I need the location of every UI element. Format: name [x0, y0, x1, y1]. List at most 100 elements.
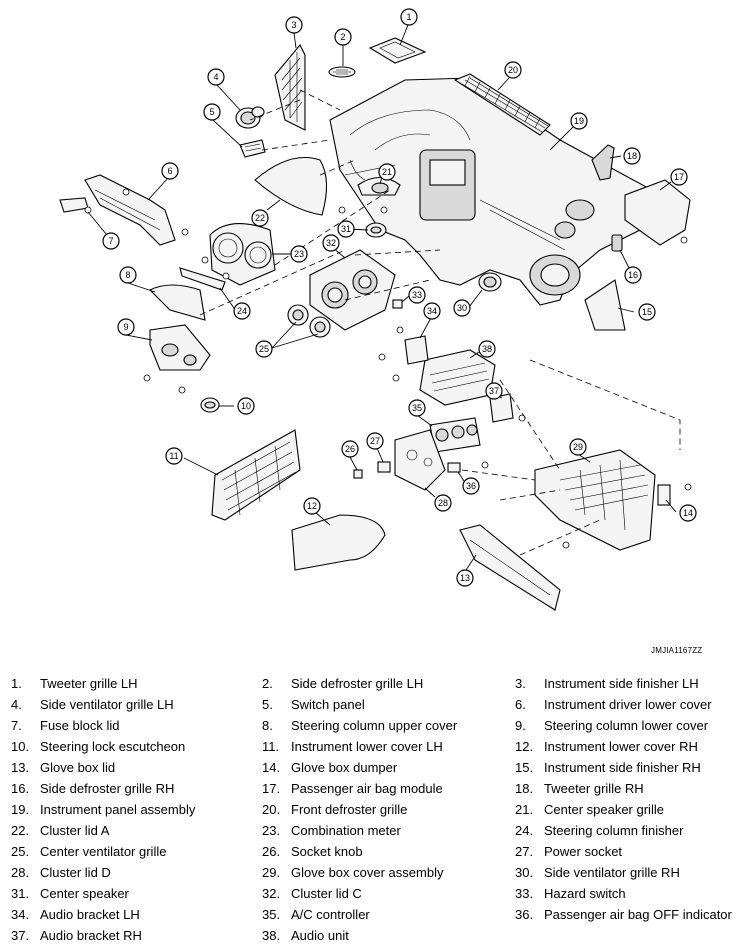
front-defroster-grille: [453, 73, 551, 136]
legend-num: 34.: [11, 907, 30, 922]
leader-lines: [87, 24, 677, 571]
callout-33-label: 33: [412, 290, 422, 300]
callout-16: 16: [624, 266, 642, 284]
legend-label: Socket knob: [291, 844, 363, 859]
callout-26-label: 26: [345, 444, 355, 454]
legend-num: 21.: [515, 802, 534, 817]
steering-column-finisher: [179, 267, 226, 291]
steering-column-upper-cover: [149, 284, 206, 321]
glove-box-cover-assembly: [534, 449, 656, 551]
legend-num: 2.: [262, 676, 273, 691]
switch-panel: [239, 139, 266, 158]
ac-controller: [429, 417, 481, 453]
callout-37: 37: [485, 382, 503, 400]
callout-3-label: 3: [291, 20, 296, 30]
instrument-lower-cover-lh: [211, 429, 301, 521]
audio-bracket-rh: [489, 393, 514, 423]
instrument-side-finisher-rh: [584, 279, 626, 331]
callout-18-label: 18: [627, 151, 637, 161]
legend-label: Instrument panel assembly: [40, 802, 196, 817]
callout-28-label: 28: [438, 498, 448, 508]
callout-3: 3: [285, 16, 303, 34]
passenger-air-bag-module: [624, 179, 691, 246]
fastener-screws: [84, 188, 692, 549]
legend-label: Hazard switch: [544, 886, 626, 901]
legend-num: 22.: [11, 823, 30, 838]
callout-7-label: 7: [108, 236, 113, 246]
legend-num: 29.: [262, 865, 281, 880]
callout-32-label: 32: [326, 238, 336, 248]
callout-38-label: 38: [482, 344, 492, 354]
legend-label: Side ventilator grille LH: [40, 697, 174, 712]
legend-label: Switch panel: [291, 697, 365, 712]
callout-19-label: 19: [574, 116, 584, 126]
callout-22: 22: [251, 209, 269, 227]
legend-label: Steering column lower cover: [544, 718, 709, 733]
legend-num: 12.: [515, 739, 534, 754]
callout-9: 9: [117, 318, 135, 336]
legend-num: 3.: [515, 676, 526, 691]
parts-legend: 1.Tweeter grille LH 4.Side ventilator gr…: [0, 676, 747, 946]
legend-label: Passenger air bag OFF indicator: [544, 907, 732, 922]
legend-num: 7.: [11, 718, 22, 733]
callout-2-label: 2: [340, 32, 345, 42]
legend-num: 16.: [11, 781, 30, 796]
callout-11-label: 11: [169, 451, 178, 461]
legend-num: 23.: [262, 823, 281, 838]
callout-17-label: 17: [674, 172, 684, 182]
legend-num: 35.: [262, 907, 281, 922]
callout-37-label: 37: [489, 386, 499, 396]
legend-label: Glove box cover assembly: [291, 865, 444, 880]
callout-6-label: 6: [167, 166, 172, 176]
callout-24-label: 24: [237, 306, 247, 316]
callout-14-label: 14: [683, 508, 693, 518]
legend-num: 8.: [262, 718, 273, 733]
hazard-switch: [392, 299, 403, 309]
legend-label: Instrument driver lower cover: [544, 697, 712, 712]
callout-18: 18: [623, 147, 641, 165]
legend-num: 11.: [262, 739, 280, 754]
legend-label: Steering column finisher: [544, 823, 684, 838]
callout-24: 24: [233, 302, 251, 320]
legend-num: 5.: [262, 697, 273, 712]
callout-20: 20: [504, 61, 522, 79]
legend-label: Tweeter grille RH: [544, 781, 644, 796]
instrument-panel-assembly: [329, 77, 671, 306]
callout-15: 15: [638, 303, 656, 321]
legend-num: 31.: [11, 886, 30, 901]
legend-num: 19.: [11, 802, 30, 817]
center-ventilator-grille: [287, 304, 331, 338]
legend-label: Center speaker: [40, 886, 129, 901]
legend-label: Side ventilator grille RH: [544, 865, 680, 880]
fuse-block-lid: [59, 197, 89, 213]
side-ventilator-grille-rh: [478, 272, 502, 292]
callout-30-label: 30: [457, 303, 467, 313]
callout-8: 8: [119, 266, 137, 284]
callout-29-label: 29: [573, 442, 583, 452]
callout-4: 4: [207, 68, 225, 86]
legend-label: Tweeter grille LH: [40, 676, 138, 691]
callout-34-label: 34: [427, 306, 437, 316]
callout-12-label: 12: [307, 501, 317, 511]
callout-25: 25: [255, 340, 273, 358]
tweeter-grille-rh: [591, 144, 615, 181]
legend-label: Steering lock escutcheon: [40, 739, 186, 754]
callout-32: 32: [322, 234, 340, 252]
legend-num: 13.: [11, 760, 30, 775]
legend-num: 30.: [515, 865, 534, 880]
callout-21-label: 21: [382, 167, 392, 177]
legend-num: 28.: [11, 865, 30, 880]
side-defroster-grille-lh: [328, 66, 356, 78]
callout-17: 17: [670, 168, 688, 186]
legend-label: Passenger air bag module: [291, 781, 443, 796]
figure-code: JMJIA1167ZZ: [651, 646, 703, 655]
legend-num: 9.: [515, 718, 526, 733]
instrument-lower-cover-rh: [291, 514, 386, 571]
glove-box-dumper: [657, 484, 671, 506]
callout-1: 1: [400, 8, 418, 26]
legend-label: Instrument lower cover RH: [544, 739, 698, 754]
legend-num: 17.: [262, 781, 281, 796]
callout-9-label: 9: [123, 322, 128, 332]
legend-num: 4.: [11, 697, 22, 712]
passenger-air-bag-off-indicator: [447, 462, 461, 473]
